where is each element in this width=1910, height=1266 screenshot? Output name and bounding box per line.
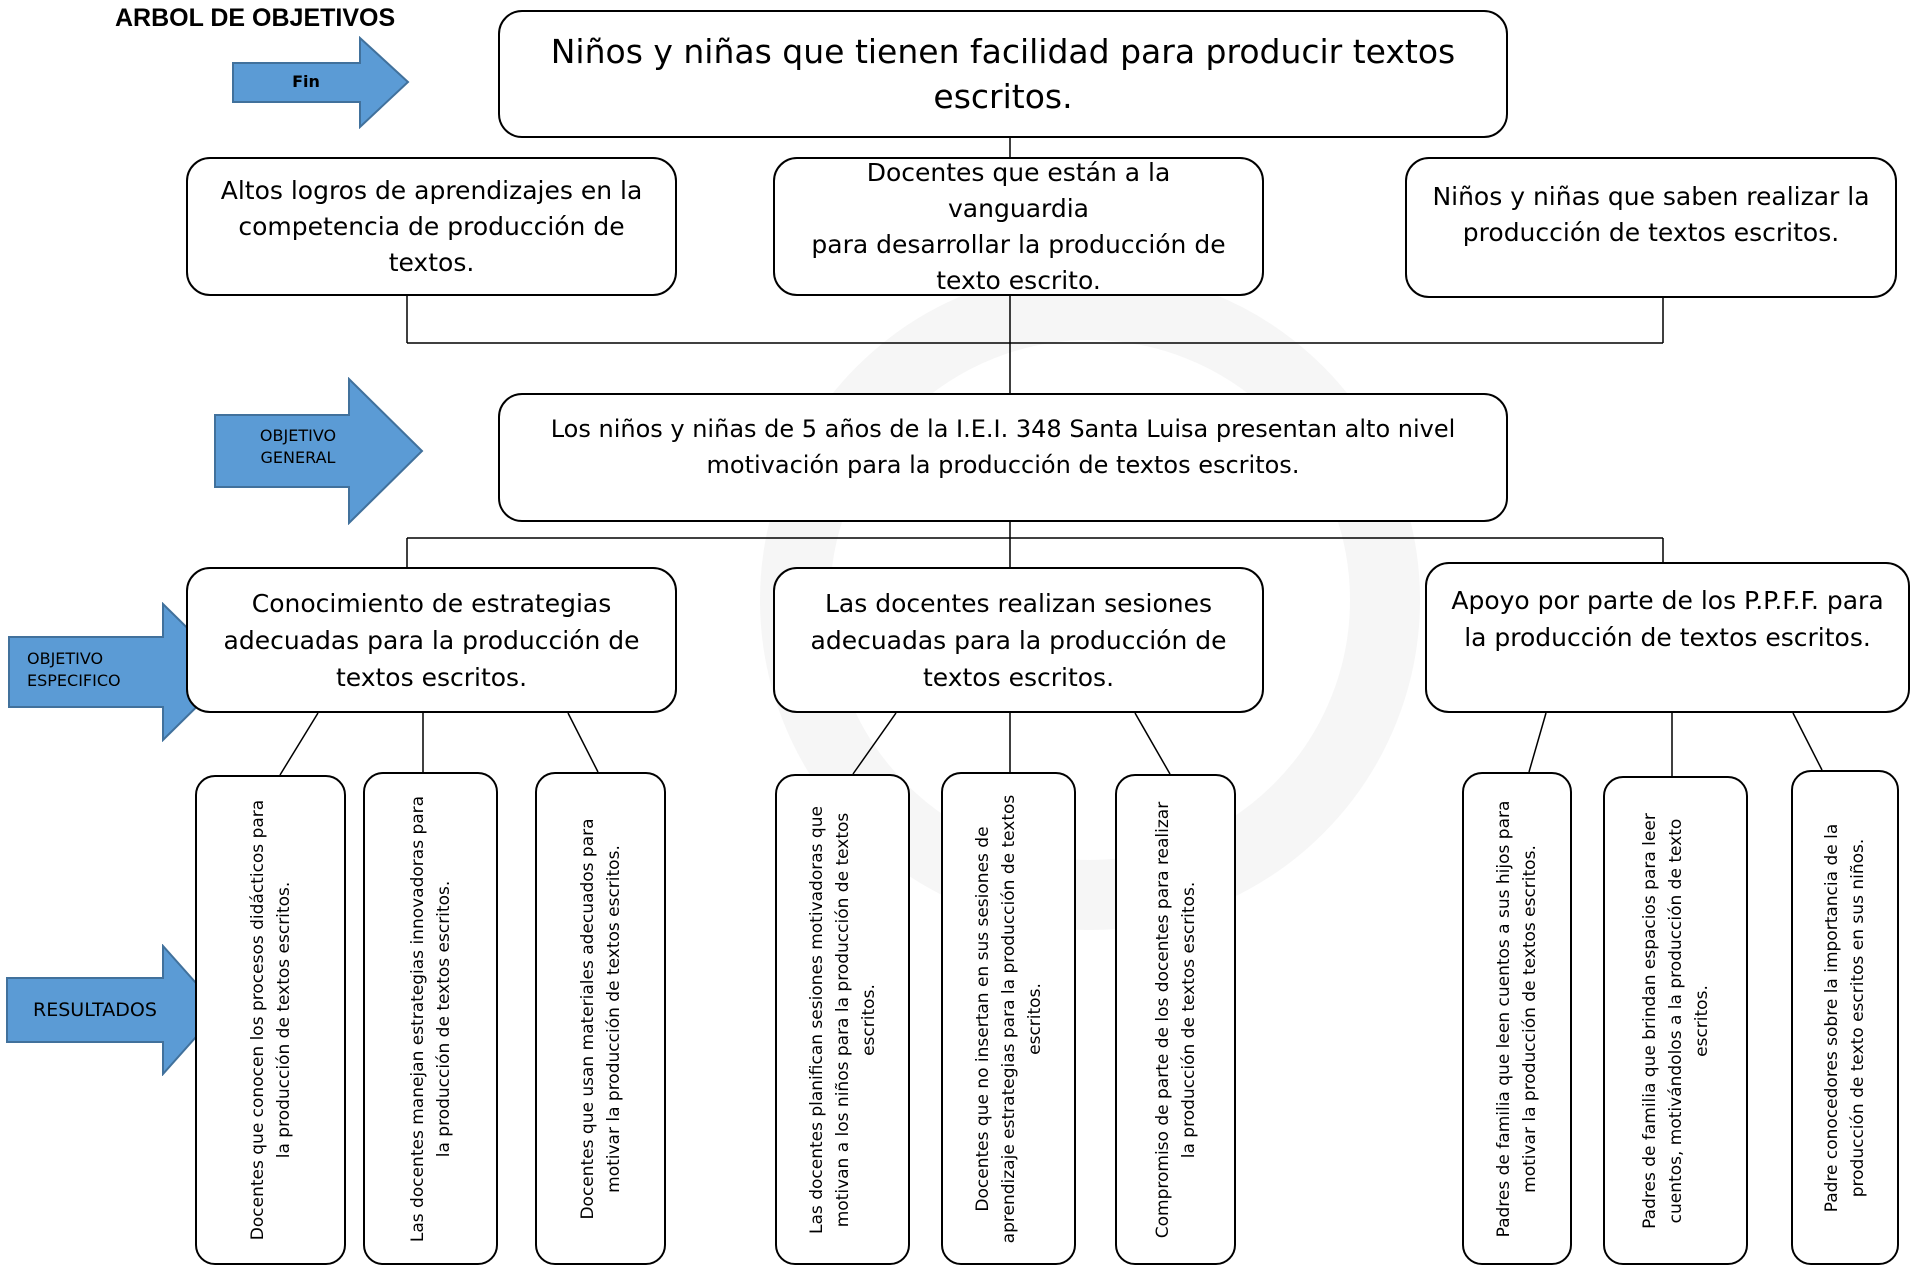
page-title: ARBOL DE OBJETIVOS [115,4,396,32]
result-link-line [1528,712,1547,773]
effect-1-line2: competencia de producción de [238,211,625,241]
result-box-7: Padres de familia que leen cuentos a sus… [1462,772,1572,1265]
effect-3-line2: producción de textos escritos. [1462,218,1840,247]
result-1-text: Docentes que conocen los procesos didáct… [247,799,294,1241]
result-link-line [1792,712,1823,771]
general-objective-box: Los niños y niñas de 5 años de la I.E.I.… [498,393,1508,522]
specific-2-line2: adecuadas para la producción de [810,625,1227,655]
result-box-2: Las docentes manejan estrategias innovad… [363,772,498,1265]
result-5-text: Docentes que no insertan en sus sesiones… [972,794,1045,1243]
effect-1-line1: Altos logros de aprendizajes en la [220,175,643,205]
result-box-8: Padres de familia que brindan espacios p… [1603,776,1748,1265]
objetivo-general-line1: OBJETIVO [259,426,337,445]
objetivo-general-line2: GENERAL [260,448,336,467]
specific-3-line2: la producción de textos escritos. [1464,623,1871,652]
result-box-1: Docentes que conocen los procesos didáct… [195,775,346,1265]
result-6-text: Compromiso de parte de los docentes para… [1152,801,1199,1238]
specific-1-line1: Conocimiento de estrategias [251,588,612,618]
objetivo-general-arrow-label: OBJETIVO GENERAL [233,425,363,469]
objetivo-general-arrow: OBJETIVO GENERAL [213,377,425,525]
fin-text-line1: Niños y niñas que tienen facilidad para … [550,32,1456,71]
fin-arrow: Fin [231,36,411,129]
specific-1-line3: textos escritos. [335,662,528,692]
result-8-text: Padres de familia que brindan espacios p… [1639,812,1712,1229]
fin-text-line2: escritos. [933,77,1073,116]
general-line2: motivación para la producción de textos … [706,451,1300,479]
effect-2-line3: texto escrito. [936,265,1101,295]
result-9-text: Padre conocedores sobre la importancia d… [1822,823,1868,1212]
result-7-text: Padres de familia que leen cuentos a sus… [1494,800,1540,1237]
objetivo-especifico-arrow-label: OBJETIVO ESPECIFICO [27,648,147,692]
resultados-arrow-label: RESULTADOS [33,999,157,1021]
specific-box-1: Conocimiento de estrategias adecuadas pa… [186,567,677,713]
specific-2-line3: textos escritos. [922,662,1115,692]
objetivo-especifico-line2: ESPECIFICO [27,671,121,690]
result-box-9: Padre conocedores sobre la importancia d… [1791,770,1899,1265]
result-link-line [1134,712,1171,775]
fin-box: Niños y niñas que tienen facilidad para … [498,10,1508,138]
result-4-text: Las docentes planifican sesiones motivad… [806,805,879,1234]
result-link-line [852,712,897,775]
effect-1-line3: textos. [388,247,475,277]
specific-box-2: Las docentes realizan sesiones adecuadas… [773,567,1264,713]
effect-2-line2: para desarrollar la producción de [811,229,1226,259]
result-3-text: Docentes que usan materiales adecuados p… [577,817,624,1220]
specific-3-line1: Apoyo por parte de los P.P.F.F. para [1451,586,1884,615]
result-box-4: Las docentes planifican sesiones motivad… [775,774,910,1265]
resultados-arrow: RESULTADOS [5,944,223,1076]
fin-arrow-label: Fin [292,72,320,91]
effect-2-line1: Docentes que están a la vanguardia [866,157,1171,223]
result-link-line [567,712,599,773]
result-2-text: Las docentes manejan estrategias innovad… [407,795,454,1242]
specific-2-line1: Las docentes realizan sesiones [825,588,1212,618]
specific-box-3: Apoyo por parte de los P.P.F.F. para la … [1425,562,1910,713]
specific-1-line2: adecuadas para la producción de [223,625,640,655]
effect-box-2: Docentes que están a la vanguardia para … [773,157,1264,296]
result-box-6: Compromiso de parte de los docentes para… [1115,774,1236,1265]
general-line1: Los niños y niñas de 5 años de la I.E.I.… [550,415,1456,443]
objetivo-especifico-line1: OBJETIVO [27,649,104,668]
effect-3-line1: Niños y niñas que saben realizar la [1432,182,1870,211]
result-link-line [279,712,319,776]
effect-box-1: Altos logros de aprendizajes en la compe… [186,157,677,296]
result-box-5: Docentes que no insertan en sus sesiones… [941,772,1076,1265]
effect-box-3: Niños y niñas que saben realizar la prod… [1405,157,1897,298]
result-box-3: Docentes que usan materiales adecuados p… [535,772,666,1265]
